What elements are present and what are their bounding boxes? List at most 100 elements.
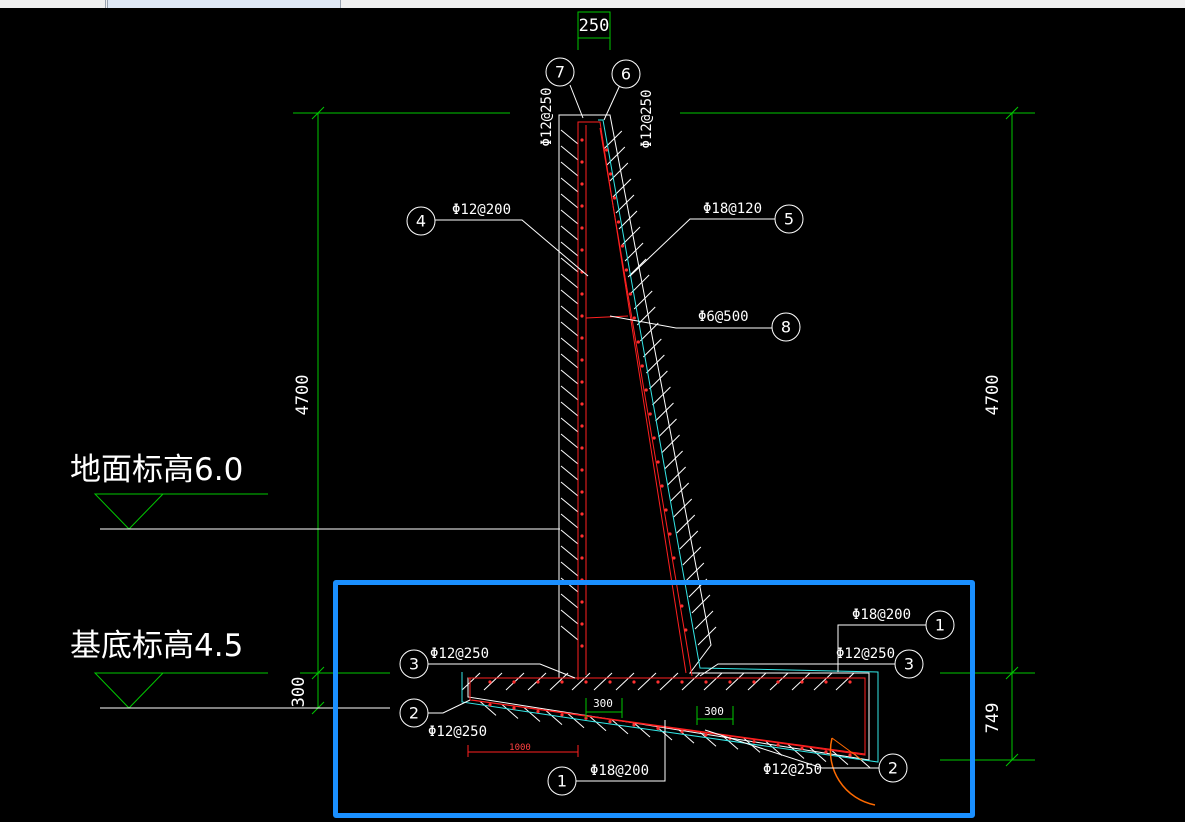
rebar-dot <box>536 709 540 714</box>
bubble-5[interactable]: 5 <box>774 204 804 234</box>
ground-elevation-marker: 地面标高6.0 <box>70 452 560 530</box>
rebar-dot <box>584 716 588 720</box>
label-2-left: Φ12@250 <box>428 724 487 740</box>
hatch-stroke <box>658 418 677 438</box>
hatch-stroke <box>560 513 579 529</box>
hatch-stroke <box>560 321 579 337</box>
hatch-stroke <box>560 385 579 401</box>
svg-text:1: 1 <box>935 616 945 635</box>
hatch-stroke <box>606 146 626 166</box>
hatch-stroke <box>673 498 693 518</box>
hatch-stroke <box>603 130 623 150</box>
svg-text:3: 3 <box>409 655 419 674</box>
top-dimension-text: 250 <box>579 16 610 36</box>
hatch-stroke <box>633 722 651 738</box>
rebar-dot <box>580 512 584 516</box>
hatch-stroke <box>560 129 579 145</box>
rebar-dot <box>580 578 584 582</box>
hatch-stroke <box>560 625 579 641</box>
bubble-6[interactable]: 6 <box>611 59 641 89</box>
rebar-dot <box>684 628 688 632</box>
bubble-2-left[interactable]: 2 <box>399 698 429 728</box>
rebar-lines: 1000 <box>467 121 866 757</box>
hatch-stroke <box>560 401 579 417</box>
rebar-dot <box>580 534 584 538</box>
svg-text:1: 1 <box>557 772 567 791</box>
hatch-stroke <box>560 529 579 545</box>
rebar-dot <box>580 314 584 318</box>
tab-left[interactable] <box>0 0 106 8</box>
hatch-stroke <box>831 750 849 766</box>
heel-width-text: 1000 <box>509 743 531 753</box>
hatch-stroke <box>560 417 579 433</box>
rebar-dot <box>580 446 584 450</box>
rebar-dot <box>536 680 540 684</box>
hatch-stroke <box>676 514 696 534</box>
hatch-stroke <box>560 273 579 289</box>
base-hatching <box>461 672 871 769</box>
rebar-dot <box>624 268 629 272</box>
rebar-dot <box>656 726 660 730</box>
hatch-stroke <box>688 578 708 598</box>
bubble-8[interactable]: 8 <box>771 312 801 342</box>
rebar-dot <box>628 292 632 296</box>
inner-dimension-right: 300 <box>696 705 734 725</box>
inner-right-text: 300 <box>704 705 724 718</box>
hatch-stroke <box>571 672 591 691</box>
rebar-dot <box>632 680 636 684</box>
rebar-dot <box>680 680 684 684</box>
bubble-4[interactable]: 4 <box>406 206 436 236</box>
hatch-stroke <box>523 707 541 722</box>
rebar-dot <box>824 680 828 684</box>
rebar-dot <box>656 460 660 464</box>
hatch-stroke <box>639 322 659 342</box>
hatch-stroke <box>699 731 717 747</box>
hatch-stroke <box>697 626 717 646</box>
rebar-dot <box>676 580 680 584</box>
hatch-stroke <box>560 193 579 209</box>
bubble-1-top[interactable]: 1 <box>925 610 955 640</box>
hatch-stroke <box>691 594 711 614</box>
hatch-stroke <box>725 672 745 691</box>
rebar-dot <box>800 680 804 684</box>
bubble-3-right[interactable]: 3 <box>894 649 924 679</box>
svg-text:5: 5 <box>784 210 794 229</box>
bubble-3-left[interactable]: 3 <box>399 649 429 679</box>
rebar-dot <box>704 733 708 737</box>
rebar-dot <box>488 680 492 684</box>
hatch-stroke <box>835 672 855 691</box>
rebar-dot <box>612 196 617 200</box>
hatch-stroke <box>627 258 647 278</box>
right-base-text: 749 <box>983 703 1003 734</box>
rebar-dot <box>632 723 636 727</box>
tab-active[interactable] <box>107 0 341 8</box>
label-4: Φ12@200 <box>452 202 511 218</box>
hatch-stroke <box>560 433 579 449</box>
hatch-stroke <box>721 734 739 750</box>
rebar-dot <box>800 746 804 751</box>
top-dimension: 250 <box>577 11 611 50</box>
hatch-stroke <box>637 672 657 691</box>
bubble-2-right[interactable]: 2 <box>878 753 908 783</box>
slope-angle-arc <box>829 737 876 806</box>
hatch-stroke <box>682 546 702 566</box>
hatch-stroke <box>560 561 579 577</box>
hatch-stroke <box>593 672 613 691</box>
hatch-stroke <box>560 241 579 257</box>
rebar-dot <box>648 412 652 416</box>
hatch-stroke <box>479 701 497 716</box>
rebar-dot <box>580 622 584 626</box>
hatch-stroke <box>560 577 579 593</box>
svg-text:4: 4 <box>416 212 426 231</box>
rebar-dot <box>672 556 676 560</box>
rebar-dot <box>580 600 584 604</box>
rebar-dot <box>848 753 852 757</box>
rebar-dot <box>584 680 588 684</box>
rebar-dot <box>580 644 584 648</box>
rebar-dot <box>580 226 584 230</box>
rebar-dot <box>580 160 584 164</box>
bubble-1-bottom[interactable]: 1 <box>547 766 577 796</box>
hatch-stroke <box>624 242 644 262</box>
bubble-7[interactable]: 7 <box>545 57 575 87</box>
